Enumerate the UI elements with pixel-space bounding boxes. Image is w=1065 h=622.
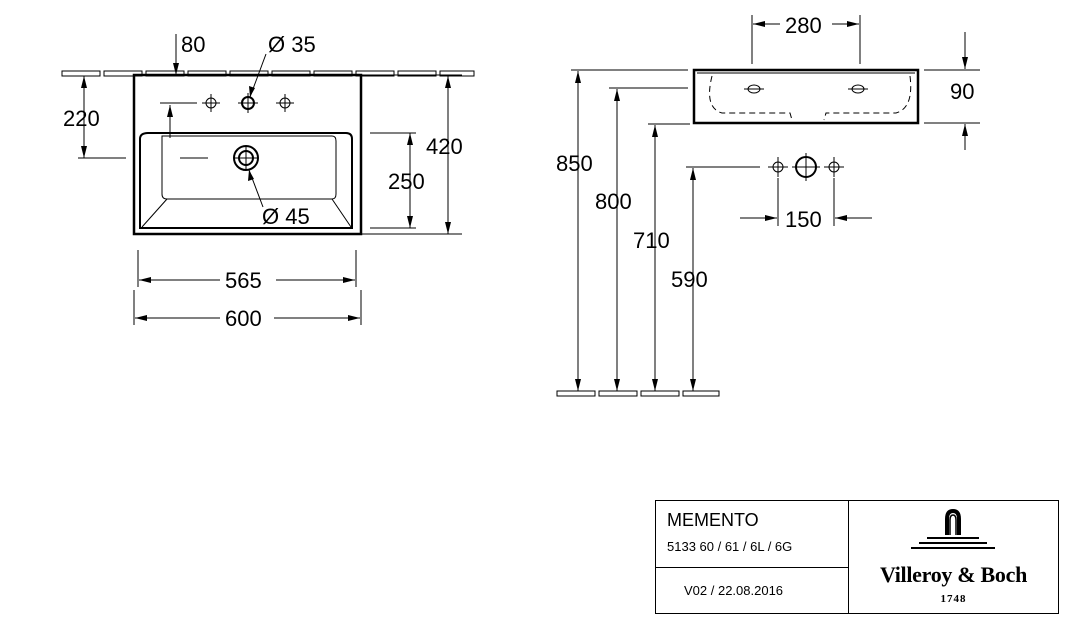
basin-bowl — [139, 132, 353, 229]
brand-name: Villeroy & Boch — [879, 562, 1028, 587]
dim-waste-hole: Ø 45 — [262, 204, 310, 229]
tap-hole-center-icon — [238, 93, 258, 113]
dim-rim-height: 850 — [556, 151, 593, 176]
side-hole-right-icon — [848, 84, 868, 94]
dim-top-width: 280 — [785, 13, 822, 38]
dim-tap-offset: 80 — [181, 32, 205, 57]
brand-year: 1748 — [940, 593, 967, 605]
dim-height-800: 800 — [595, 189, 632, 214]
tap-hole-right-icon — [276, 94, 294, 112]
dim-fixing-spacing: 150 — [785, 207, 822, 232]
fixing-hole-right-icon — [824, 157, 844, 177]
dim-basin-height: 90 — [950, 79, 974, 104]
dim-tap-hole: Ø 35 — [268, 32, 316, 57]
dim-overall-width: 600 — [225, 306, 262, 331]
fixing-hole-left-icon — [768, 157, 788, 177]
tap-hole-left-icon — [202, 94, 220, 112]
wall-strip-top — [61, 70, 475, 77]
dim-height-710: 710 — [633, 228, 670, 253]
dim-height-590: 590 — [671, 267, 708, 292]
side-view: 850 800 710 590 280 90 — [556, 13, 980, 397]
title-block: MEMENTO 5133 60 / 61 / 6L / 6G V02 / 22.… — [655, 500, 1059, 614]
title-block-info: MEMENTO 5133 60 / 61 / 6L / 6G V02 / 22.… — [656, 501, 849, 613]
dim-bowl-depth: 250 — [388, 169, 425, 194]
title-block-divider — [656, 567, 849, 568]
basin-side-profile — [692, 68, 920, 125]
brand-symbol-icon — [911, 508, 995, 549]
fixing-hole-center-icon — [792, 153, 820, 181]
waste-outlet-icon — [233, 145, 259, 171]
dim-overall-depth: 420 — [426, 134, 463, 159]
side-hole-left-icon — [744, 84, 764, 94]
basin-outline — [132, 73, 363, 236]
brand-logo: Villeroy & Boch 1748 — [849, 501, 1058, 613]
dim-inner-width: 565 — [225, 268, 262, 293]
product-codes: 5133 60 / 61 / 6L / 6G — [667, 539, 793, 554]
version-date: V02 / 22.08.2016 — [684, 583, 784, 598]
floor-strip — [556, 390, 720, 397]
front-view: 80 Ø 35 220 420 250 Ø 45 — [61, 32, 475, 331]
product-name: MEMENTO — [667, 510, 759, 530]
dim-tap-height: 220 — [63, 106, 100, 131]
